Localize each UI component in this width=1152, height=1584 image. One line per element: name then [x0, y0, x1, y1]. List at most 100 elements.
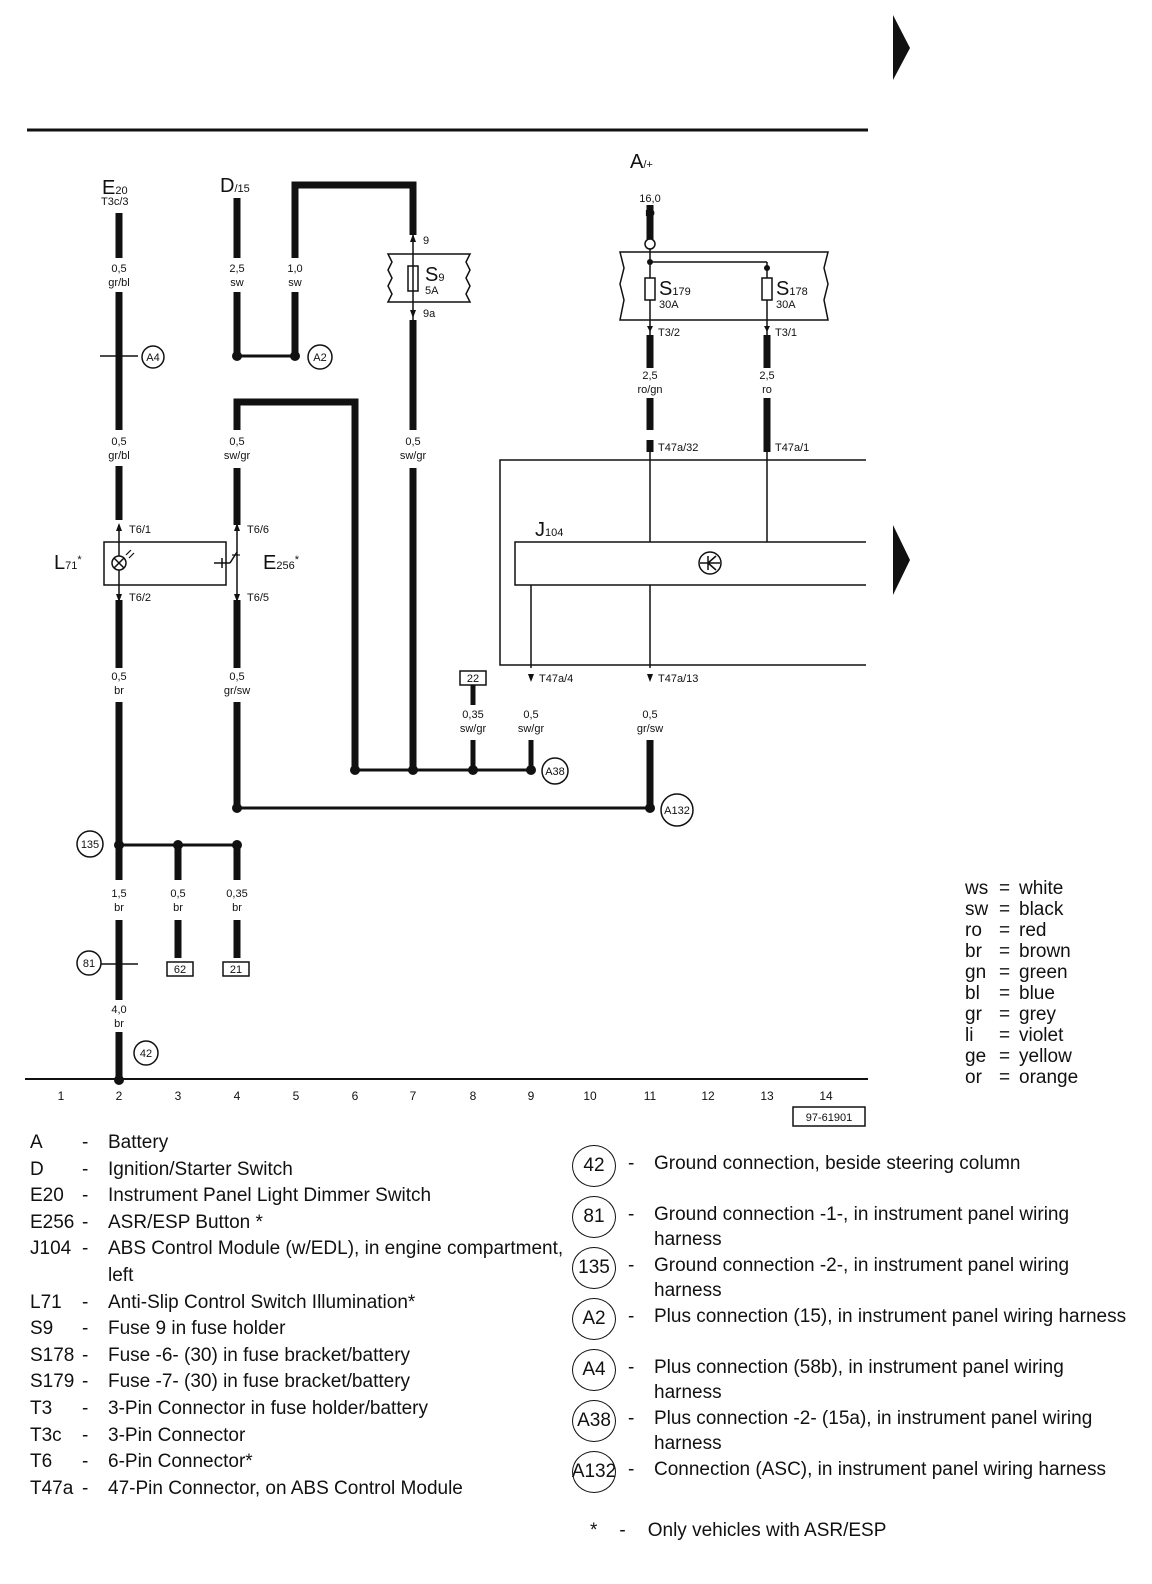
svg-text:0,35: 0,35: [226, 888, 247, 900]
svg-text:9a: 9a: [423, 308, 436, 320]
color-code-equals: =: [999, 983, 1011, 1004]
connection-desc: Ground connection -1-, in instrument pan…: [654, 1204, 1070, 1250]
battery-label: A/+: [630, 151, 653, 173]
legend-dash: -: [82, 1291, 89, 1313]
svg-text:sw/gr: sw/gr: [460, 723, 487, 735]
color-code-equals: =: [999, 1025, 1011, 1046]
svg-text:T47a/13: T47a/13: [658, 673, 698, 685]
svg-text:81: 81: [83, 958, 95, 970]
svg-text:S9: S9: [425, 264, 444, 286]
svg-text:62: 62: [174, 964, 186, 976]
legend-desc: Anti-Slip Control Switch Illumination*: [108, 1291, 416, 1313]
connection-desc: Plus connection (58b), in instrument pan…: [654, 1357, 1064, 1403]
junction-dots: [114, 351, 655, 1085]
svg-text:0,5: 0,5: [229, 671, 244, 683]
color-name: brown: [1019, 941, 1071, 962]
color-code-row: sw=black: [965, 899, 1078, 920]
legend-code: E256: [30, 1211, 75, 1233]
battery-wire-size: 16,0: [639, 193, 660, 205]
color-code-row: ro=red: [965, 920, 1078, 941]
legend-desc: 3-Pin Connector: [108, 1424, 246, 1446]
svg-text:22: 22: [467, 673, 479, 685]
legend-dash: -: [82, 1211, 89, 1233]
color-code: gr: [965, 1004, 982, 1025]
legend-row: J104-ABS Control Module (w/EDL), in engi…: [30, 1236, 570, 1289]
color-code: bl: [965, 983, 980, 1004]
svg-text:T6/6: T6/6: [247, 524, 269, 536]
legend-desc: Ignition/Starter Switch: [108, 1158, 293, 1180]
svg-text:L71*: L71*: [54, 552, 82, 574]
legend-dash: -: [82, 1185, 89, 1207]
reference-id: 97-61901: [806, 1112, 853, 1124]
color-code-equals: =: [999, 920, 1011, 941]
reference-box: [792, 1106, 866, 1127]
color-name: white: [1019, 878, 1064, 899]
svg-text:7: 7: [410, 1089, 417, 1103]
svg-text:ro: ro: [762, 384, 772, 396]
svg-text:br: br: [173, 902, 183, 914]
svg-text:21: 21: [230, 964, 242, 976]
svg-text:br: br: [114, 685, 124, 697]
color-code-equals: =: [999, 1067, 1011, 1088]
svg-text:T3/1: T3/1: [775, 327, 797, 339]
svg-text:0,5: 0,5: [229, 436, 244, 448]
svg-text:10: 10: [583, 1089, 597, 1103]
connection-desc: Plus connection -2- (15a), in instrument…: [654, 1408, 1093, 1454]
legend-row: T3-3-Pin Connector in fuse holder/batter…: [30, 1396, 570, 1423]
d15-label: D/15: [220, 175, 250, 197]
connection-legend-row: A132-Connection (ASC), in instrument pan…: [572, 1451, 1132, 1502]
legend-dash: -: [628, 1408, 635, 1429]
svg-text:135: 135: [81, 839, 99, 851]
legend-code: S9: [30, 1318, 54, 1340]
color-code: ge: [965, 1046, 987, 1067]
terminal-boxes: 22 62 21: [166, 670, 487, 977]
color-code-equals: =: [999, 1004, 1011, 1025]
legend-desc: Instrument Panel Light Dimmer Switch: [108, 1185, 432, 1207]
legend-code: T3: [30, 1397, 53, 1419]
color-code: ro: [965, 920, 982, 941]
legend-dash: -: [82, 1344, 89, 1366]
connection-legend-row: A2-Plus connection (15), in instrument p…: [572, 1298, 1132, 1349]
color-code: sw: [965, 899, 989, 920]
legend-dash: -: [82, 1158, 89, 1180]
color-code-equals: =: [999, 878, 1011, 899]
svg-text:sw/gr: sw/gr: [518, 723, 545, 735]
svg-text:sw: sw: [288, 277, 302, 289]
legend-code: A: [30, 1132, 43, 1153]
connection-desc: Ground connection -2-, in instrument pan…: [654, 1255, 1070, 1301]
legend-dash: -: [82, 1451, 89, 1473]
legend-dash: -: [628, 1255, 635, 1276]
legend-code: S178: [30, 1344, 75, 1366]
color-name: blue: [1019, 983, 1055, 1004]
e20-pin: T3c/3: [101, 196, 129, 208]
svg-text:30A: 30A: [659, 299, 679, 311]
legend-dash: -: [628, 1153, 635, 1174]
svg-text:sw/gr: sw/gr: [224, 450, 251, 462]
svg-text:A132: A132: [664, 805, 690, 817]
next-page-arrow-middle[interactable]: [893, 525, 910, 595]
legend-desc: 6-Pin Connector*: [108, 1451, 253, 1473]
svg-text:12: 12: [701, 1089, 715, 1103]
color-name: violet: [1019, 1025, 1064, 1046]
color-code: or: [965, 1067, 982, 1088]
legend-dash: -: [82, 1424, 89, 1446]
next-page-arrow-top[interactable]: [893, 15, 910, 80]
svg-text:4,0: 4,0: [111, 1004, 126, 1016]
svg-text:E256*: E256*: [263, 552, 300, 574]
color-code: li: [965, 1025, 974, 1046]
color-code: ws: [965, 878, 989, 899]
legend-row: E20-Instrument Panel Light Dimmer Switch: [30, 1183, 570, 1210]
svg-text:5: 5: [293, 1089, 300, 1103]
legend-dash: -: [82, 1371, 89, 1393]
connection-legend-row: 81-Ground connection -1-, in instrument …: [572, 1196, 1132, 1250]
footnote: * - Only vehicles with ASR/ESP: [590, 1520, 908, 1542]
svg-text:2: 2: [116, 1089, 123, 1103]
color-code-equals: =: [999, 1046, 1011, 1067]
legend-desc: ASR/ESP Button *: [108, 1211, 263, 1233]
svg-text:T3/2: T3/2: [658, 327, 680, 339]
svg-text:0,5: 0,5: [111, 671, 126, 683]
connection-legend-row: A4-Plus connection (58b), in instrument …: [572, 1349, 1132, 1403]
legend-code: L71: [30, 1291, 62, 1313]
connection-legend-row: 42-Ground connection, beside steering co…: [572, 1145, 1132, 1196]
